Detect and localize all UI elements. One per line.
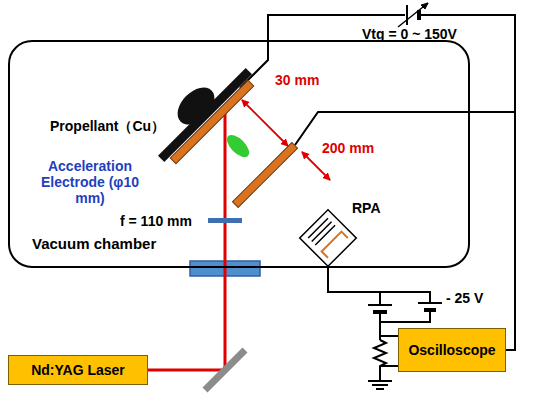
plasma-plume — [223, 131, 253, 161]
part-label: RPA — [352, 200, 381, 216]
wire — [380, 336, 398, 366]
laser-box: Nd:YAG Laser — [8, 355, 148, 385]
node-text: Oscilloscope — [408, 342, 495, 358]
wire — [328, 266, 380, 305]
voltage-label: - 25 V — [446, 290, 483, 306]
wire — [421, 15, 515, 350]
voltage-label: Vtg = 0 ~ 150V — [362, 26, 457, 42]
vacuum-chamber: Vacuum chamber — [8, 40, 470, 268]
wires — [240, 15, 515, 389]
oscilloscope-box: Oscilloscope — [398, 328, 506, 372]
part-label: Acceleration Electrode (φ10 mm) — [40, 158, 140, 206]
mirror — [205, 350, 245, 390]
battery-symbol — [368, 3, 442, 312]
resistor-symbol — [374, 340, 386, 381]
dimension-arrow — [242, 100, 288, 146]
acceleration-electrode — [232, 142, 297, 207]
propellant-plate — [170, 80, 253, 163]
dimension-label: 30 mm — [275, 72, 319, 88]
ground-symbol — [368, 381, 392, 389]
dimension-label: 200 mm — [322, 140, 374, 156]
rpa-probe — [300, 210, 357, 267]
wire — [240, 15, 405, 88]
wire — [380, 292, 430, 322]
propellant-holder — [158, 68, 252, 162]
part-label: Propellant（Cu） — [50, 118, 165, 134]
dimension-arrow — [302, 152, 330, 180]
focusing-lens — [208, 218, 242, 223]
lens-label: f = 110 mm — [120, 213, 192, 229]
node-text: Vacuum chamber — [32, 235, 156, 252]
node-text: Nd:YAG Laser — [31, 362, 125, 378]
